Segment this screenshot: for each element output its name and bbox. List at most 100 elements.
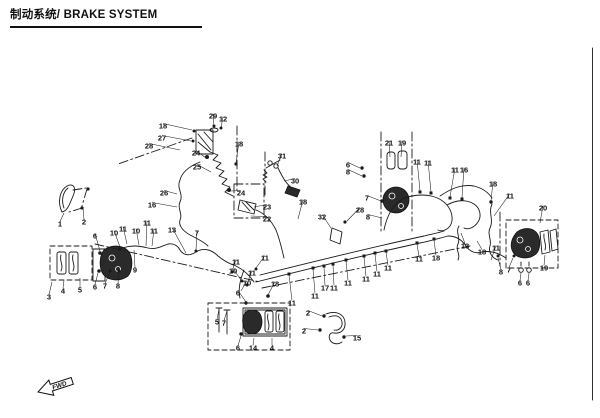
part-callout: 24: [192, 149, 201, 158]
main-lines-group: [94, 185, 507, 289]
page-title: 制动系统/ BRAKE SYSTEM: [10, 6, 202, 28]
leader-line: [519, 272, 522, 281]
clamp-tick: [331, 262, 335, 266]
part-callout: 11: [311, 292, 319, 301]
leader-line: [461, 167, 465, 199]
part-callout: 8: [499, 268, 503, 277]
coiled-hose: [209, 151, 234, 197]
leader-line: [231, 259, 237, 272]
rear-pump-group: [360, 131, 413, 233]
leader-line: [508, 257, 514, 268]
part-callout: 16: [148, 201, 156, 210]
leader-line: [493, 193, 511, 217]
brake-pad: [264, 310, 274, 333]
part-callout: 2: [306, 309, 310, 318]
fwd-direction-icon: FWD: [37, 376, 74, 396]
leader-line: [303, 328, 319, 331]
right-hoses-group: [456, 200, 516, 261]
leader-line: [104, 271, 111, 284]
part-callout: 23: [263, 203, 271, 212]
part-callout: 11: [119, 225, 127, 234]
pump-body: [382, 186, 410, 214]
leader-line: [267, 281, 276, 296]
bottom-detail-caliper-group: [207, 294, 291, 351]
part-callout: 4: [270, 344, 275, 353]
leader-line: [366, 195, 382, 202]
leader-line: [171, 227, 187, 254]
leader-line: [195, 230, 198, 251]
part-callout: 30: [291, 177, 299, 186]
part-callout: 10: [243, 279, 251, 288]
part-callout: 6: [346, 161, 350, 170]
front-left-caliper-group: [49, 245, 133, 282]
part-callout: 11: [232, 258, 240, 267]
part-callout: 7: [507, 266, 511, 275]
part-callout: 31: [278, 152, 286, 161]
clamp-tick: [432, 237, 436, 241]
leader-line: [94, 272, 99, 285]
leader-line: [216, 308, 220, 320]
part-callout: 16: [460, 166, 468, 175]
part-callout: 11: [261, 254, 269, 263]
leader-line: [497, 257, 502, 270]
leader-line: [385, 251, 389, 266]
leader-line: [321, 214, 332, 229]
brake-pad: [56, 251, 67, 275]
clamp-tick: [322, 264, 326, 268]
leader-line: [250, 215, 268, 217]
part-callout: 24: [237, 189, 246, 198]
pedal-pad: [284, 185, 301, 198]
leader-line: [332, 264, 335, 286]
part-callout: 18: [432, 254, 440, 263]
part-callout: 7: [222, 319, 226, 328]
leader-line: [163, 190, 178, 195]
brake-pad: [275, 310, 285, 333]
leader-line: [255, 255, 266, 269]
leader-line: [145, 220, 148, 247]
leader-line: [148, 143, 181, 151]
leader-line: [460, 232, 466, 244]
leader-line: [246, 270, 253, 285]
leader-line: [490, 181, 494, 202]
leader-line: [347, 162, 361, 169]
part-callout: 11: [492, 244, 500, 253]
leader-line: [48, 281, 53, 295]
clamp-tick: [418, 190, 422, 194]
leader-line: [113, 230, 121, 248]
part-callout: 6: [93, 232, 97, 241]
part-callout: 7: [103, 282, 107, 291]
rear-caliper-body: [510, 228, 541, 259]
part-callout: 2: [82, 218, 86, 227]
leader-line: [374, 253, 378, 272]
brake-pad: [68, 251, 79, 275]
part-callout: 20: [539, 204, 547, 213]
leader-line: [82, 206, 85, 220]
part-callout: 14: [249, 344, 258, 353]
leader-line: [237, 290, 247, 303]
leader-line: [345, 260, 349, 281]
part-callout: 7: [195, 229, 199, 238]
part-callout: 9: [133, 266, 137, 275]
part-callout: 11: [424, 159, 432, 168]
part-callout: 17: [321, 284, 329, 293]
leader-line: [230, 190, 242, 192]
part-callout: 15: [353, 334, 361, 343]
part-callout: 1: [58, 220, 62, 229]
clamp-tick: [344, 258, 348, 262]
leader-line: [297, 199, 304, 220]
part-callout: 26: [160, 189, 168, 198]
reservoir-bottle: [386, 151, 396, 170]
part-callout: 8: [116, 282, 120, 291]
leader-line: [283, 178, 296, 182]
leader-line: [400, 140, 403, 158]
reservoir-bottle: [397, 150, 408, 170]
clamp-tick: [415, 241, 419, 245]
leader-line: [346, 207, 361, 222]
leader-line: [196, 164, 212, 173]
part-callout: 18: [489, 180, 497, 189]
part-callout: 22: [263, 215, 271, 224]
part-callout: 11: [344, 279, 352, 288]
leader-line: [135, 228, 140, 246]
part-callout: 7: [365, 194, 369, 203]
